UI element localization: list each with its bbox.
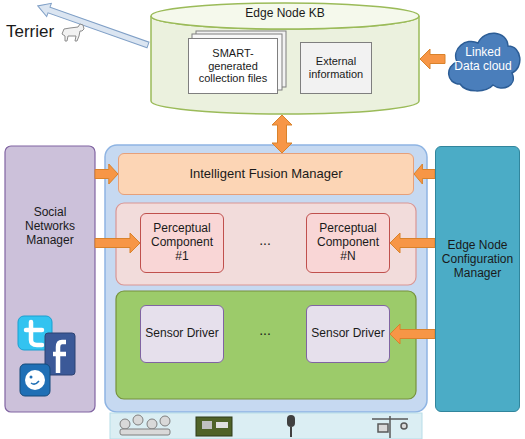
social-manager-panel: Social Networks Manager [5,146,95,412]
ellipsis: ... [250,322,280,338]
linked-data-cloud: Linked Data cloud [445,26,521,92]
sensor-board-part [202,421,212,429]
social-panel [5,146,95,412]
node-text: External information [304,55,368,80]
node-text: Intelligent Fusion Manager [189,167,342,182]
block-arrow [272,115,292,153]
camera-devices-part [120,419,130,429]
camera-devices-part [147,419,157,429]
ellipsis: ... [250,232,280,248]
terrier-dog-icon [62,24,84,41]
camera-devices-part [133,415,143,425]
central-container [105,145,427,412]
camera-devices-part [160,416,170,426]
external-info-box: External information [300,42,372,94]
node-text: Perceptual Component #1 [144,222,220,263]
sensor-board-part [196,417,232,436]
node-text: Perceptual Component #N [310,222,386,263]
block-arrow [414,164,435,184]
collection-files-doc: SMART-generated collection files [188,38,278,94]
block-arrow [390,324,435,344]
weather-station [372,416,408,438]
chat-icon [20,364,50,396]
node-text: Edge Node Configuration Manager [439,239,516,280]
perceptual-band [116,203,416,285]
weather-station-part [401,423,407,429]
chat-icon-part [30,376,33,379]
weather-station-part [378,424,388,432]
tool-name: Terrier [6,22,54,42]
twitter-icon-part [26,322,42,345]
cylinder-body [151,16,419,114]
cloud-outline [449,33,520,91]
microphone-part [290,427,292,437]
node-text: Linked Data cloud [453,46,513,74]
perceptual-component-box: Perceptual Component #N [306,213,390,273]
chat-icon-part [25,370,45,390]
fusion-manager-box: Intelligent Fusion Manager [118,153,414,195]
block-arrow [95,233,140,253]
node-text: Edge Node KB [245,7,324,21]
sensor-board [196,417,232,436]
node-text: Sensor Driver [145,327,218,341]
camera-devices-part [120,429,170,435]
camera-devices [120,415,170,435]
sensor-band [116,291,416,399]
device-strip [110,413,422,439]
knowledge-base-cylinder: Edge Node KB SMART-generated collection f… [150,2,420,115]
cylinder-top [151,3,419,29]
node-text: Sensor Driver [311,327,384,341]
sensor-driver-box: Sensor Driver [140,305,224,363]
sensor-board-part [216,422,228,428]
block-arrow [390,233,435,253]
sensor-driver-box: Sensor Driver [306,305,390,363]
configuration-manager-panel: Edge Node Configuration Manager [435,146,520,412]
chat-icon-part [20,364,50,396]
perceptual-component-box: Perceptual Component #1 [140,213,224,273]
microphone [287,415,295,437]
facebook-icon-part [53,342,66,373]
microphone-part [287,415,295,427]
node-text: SMART-generated collection files [192,47,274,85]
node-text: Social Networks Manager [9,206,91,247]
terrier-dog-icon-part [62,24,84,41]
block-arrow [95,164,118,184]
weather-station-part [372,418,408,420]
block-arrow [420,49,445,69]
chat-icon-part [31,381,39,384]
